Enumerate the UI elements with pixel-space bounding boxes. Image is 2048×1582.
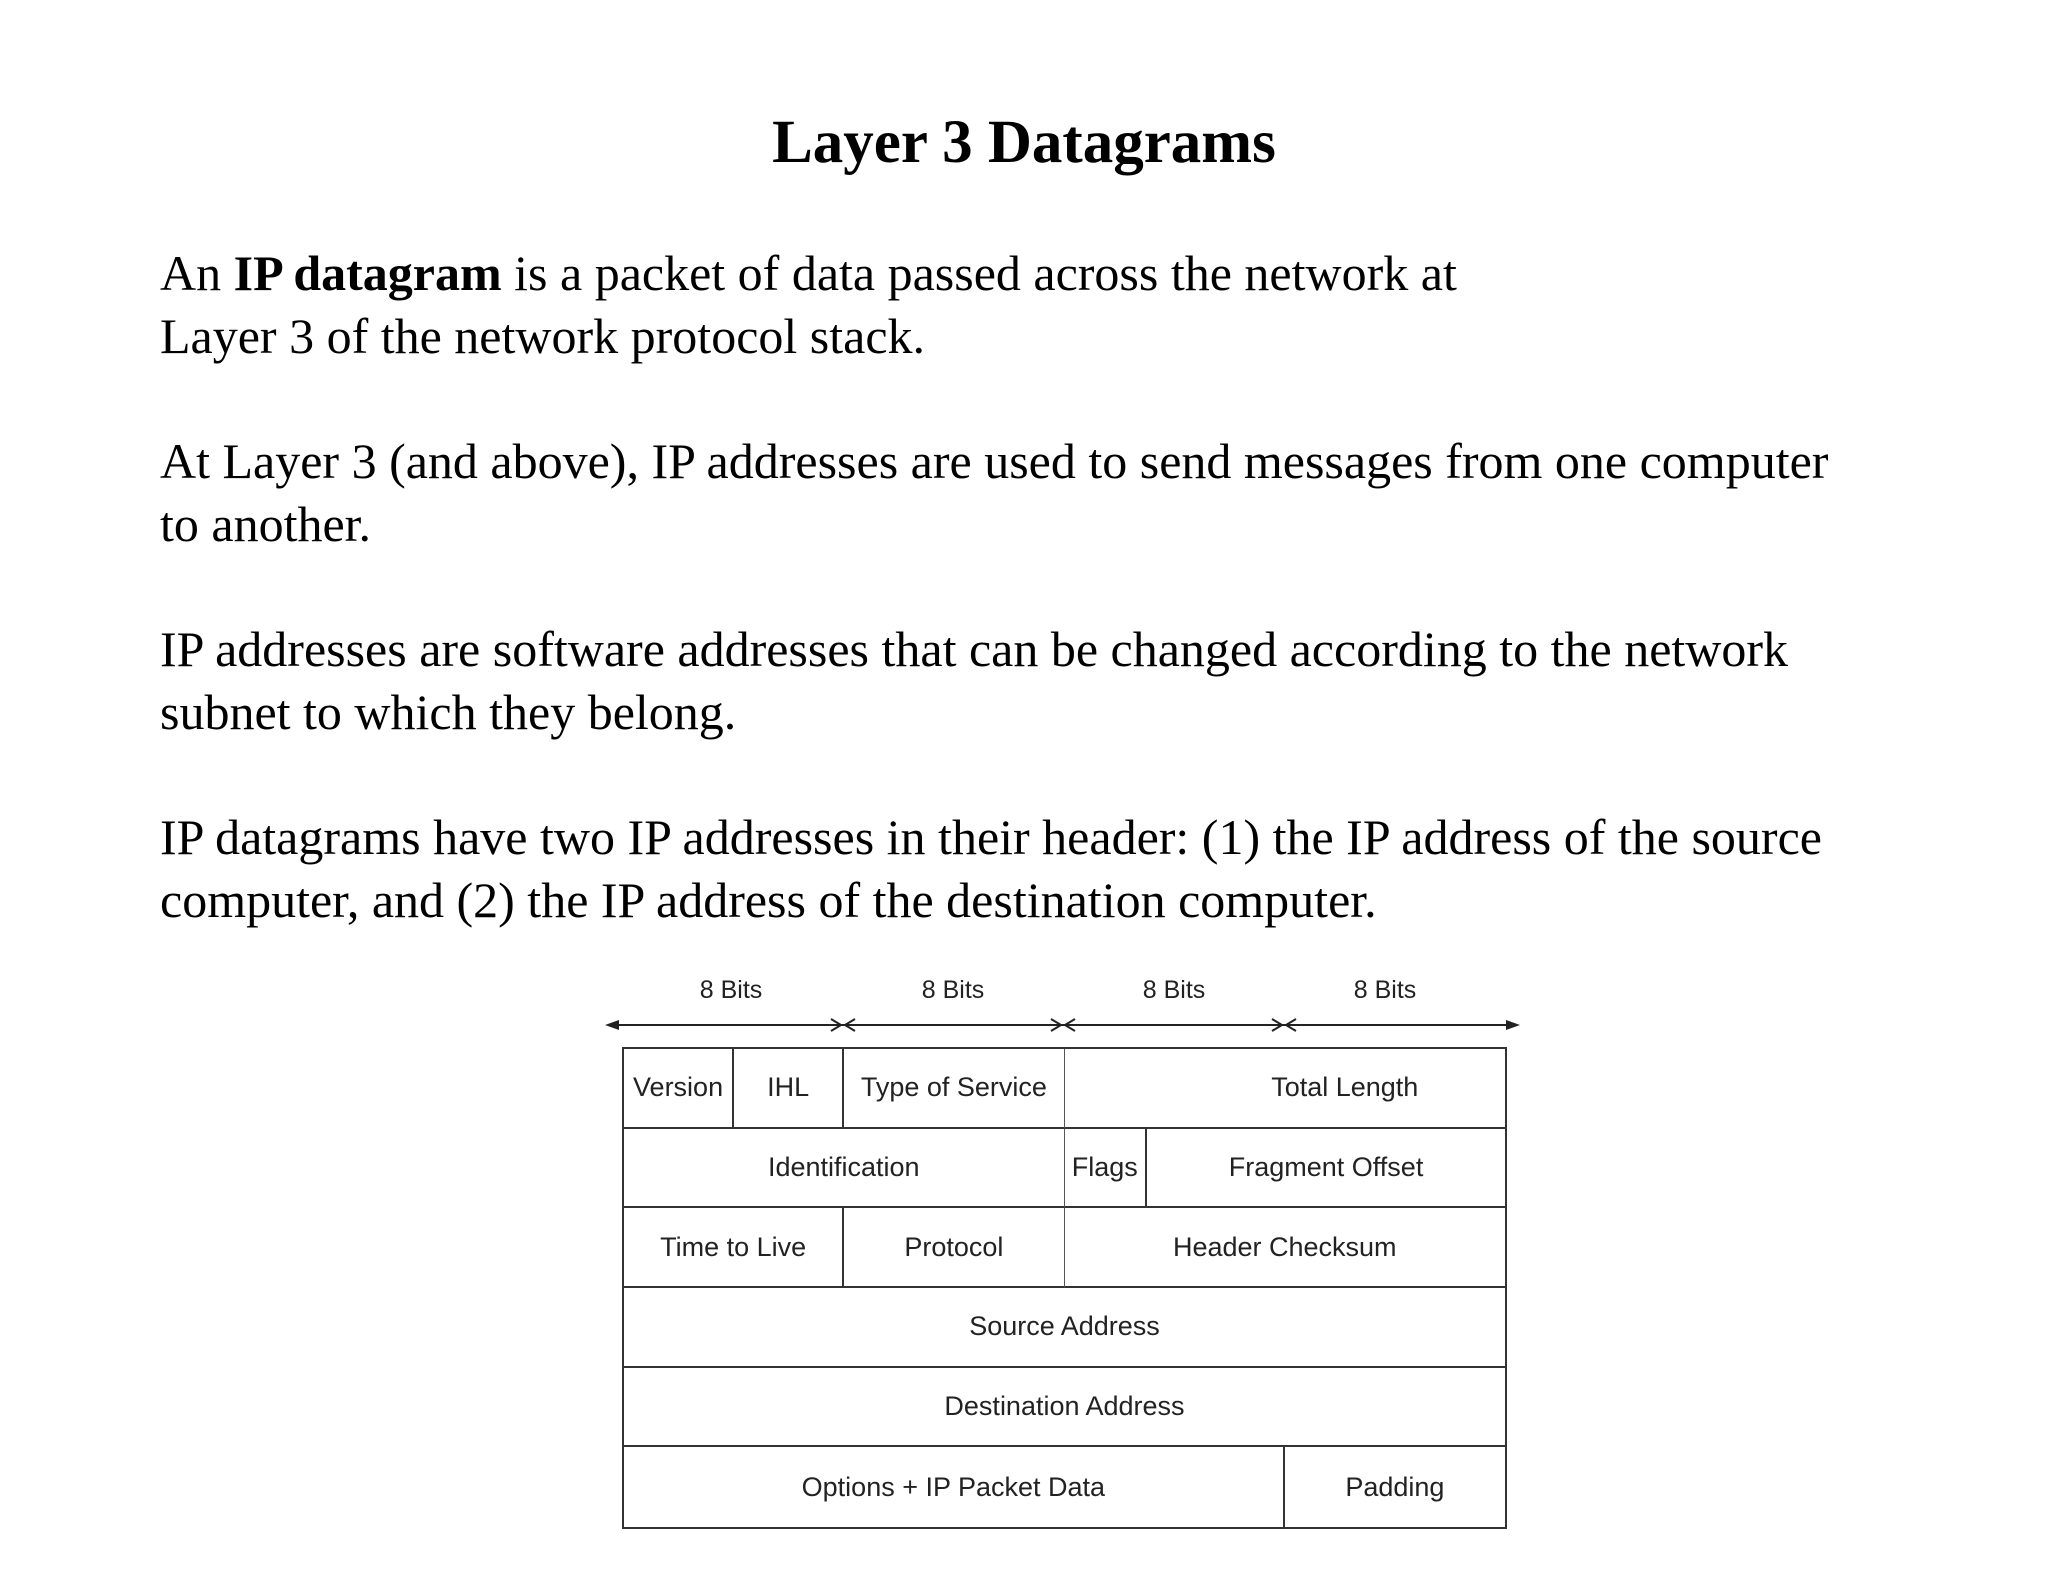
p4-line2: computer, and (2) the IP address of the … [160,872,1377,928]
field-version: Version [624,1049,735,1129]
bit-label-2: 8 Bits [921,976,985,1004]
field-type-of-service: Type of Service [844,1049,1065,1129]
field-ihl: IHL [734,1049,845,1129]
bit-label-1: 8 Bits [699,976,763,1004]
bit-width-arrows [605,1018,1520,1032]
field-destination-address: Destination Address [624,1368,1505,1448]
p1-line2: Layer 3 of the network protocol stack. [160,308,926,364]
p4-line1: IP datagrams have two IP addresses in th… [160,809,1822,865]
p2-line1: At Layer 3 (and above), IP addresses are… [160,433,1829,489]
segment-markers [830,1018,1297,1032]
field-header-checksum: Header Checksum [1064,1208,1505,1288]
p1-post: is a packet of data passed across the ne… [501,245,1457,301]
arrowhead-right [1506,1020,1520,1030]
field-protocol: Protocol [844,1208,1065,1288]
field-padding: Padding [1345,1471,1445,1502]
p3-line2: subnet to which they belong. [160,684,737,740]
ip-header-diagram: 8 Bits 8 Bits 8 Bits 8 Bits Version IHL … [605,975,1520,1535]
paragraph-layer3-addresses: At Layer 3 (and above), IP addresses are… [160,430,1940,556]
p3-line1: IP addresses are software addresses that… [160,621,1789,677]
field-total-length: Total Length [1064,1049,1505,1129]
field-source-address: Source Address [624,1288,1505,1368]
bit-label-4: 8 Bits [1353,976,1417,1004]
field-time-to-live: Time to Live [624,1208,845,1288]
ip-header-grid: Version IHL Type of Service Total Length… [622,1047,1507,1529]
field-flags: Flags [1064,1128,1148,1209]
paragraph-two-addresses: IP datagrams have two IP addresses in th… [160,806,1940,932]
page-title: Layer 3 Datagrams [772,109,1276,176]
paragraph-ip-datagram: An IP datagram is a packet of data passe… [160,242,1940,368]
p2-line2: to another. [160,496,372,552]
arrowhead-left [605,1020,619,1030]
paragraph-software-addresses: IP addresses are software addresses that… [160,618,1940,744]
p1-bold-term: IP datagram [233,245,502,301]
field-fragment-offset: Fragment Offset [1147,1129,1505,1209]
p1-pre: An [160,245,234,301]
bit-label-3: 8 Bits [1142,976,1206,1004]
field-identification: Identification [624,1128,1065,1209]
field-options-data: Options + IP Packet Data [624,1447,1285,1527]
